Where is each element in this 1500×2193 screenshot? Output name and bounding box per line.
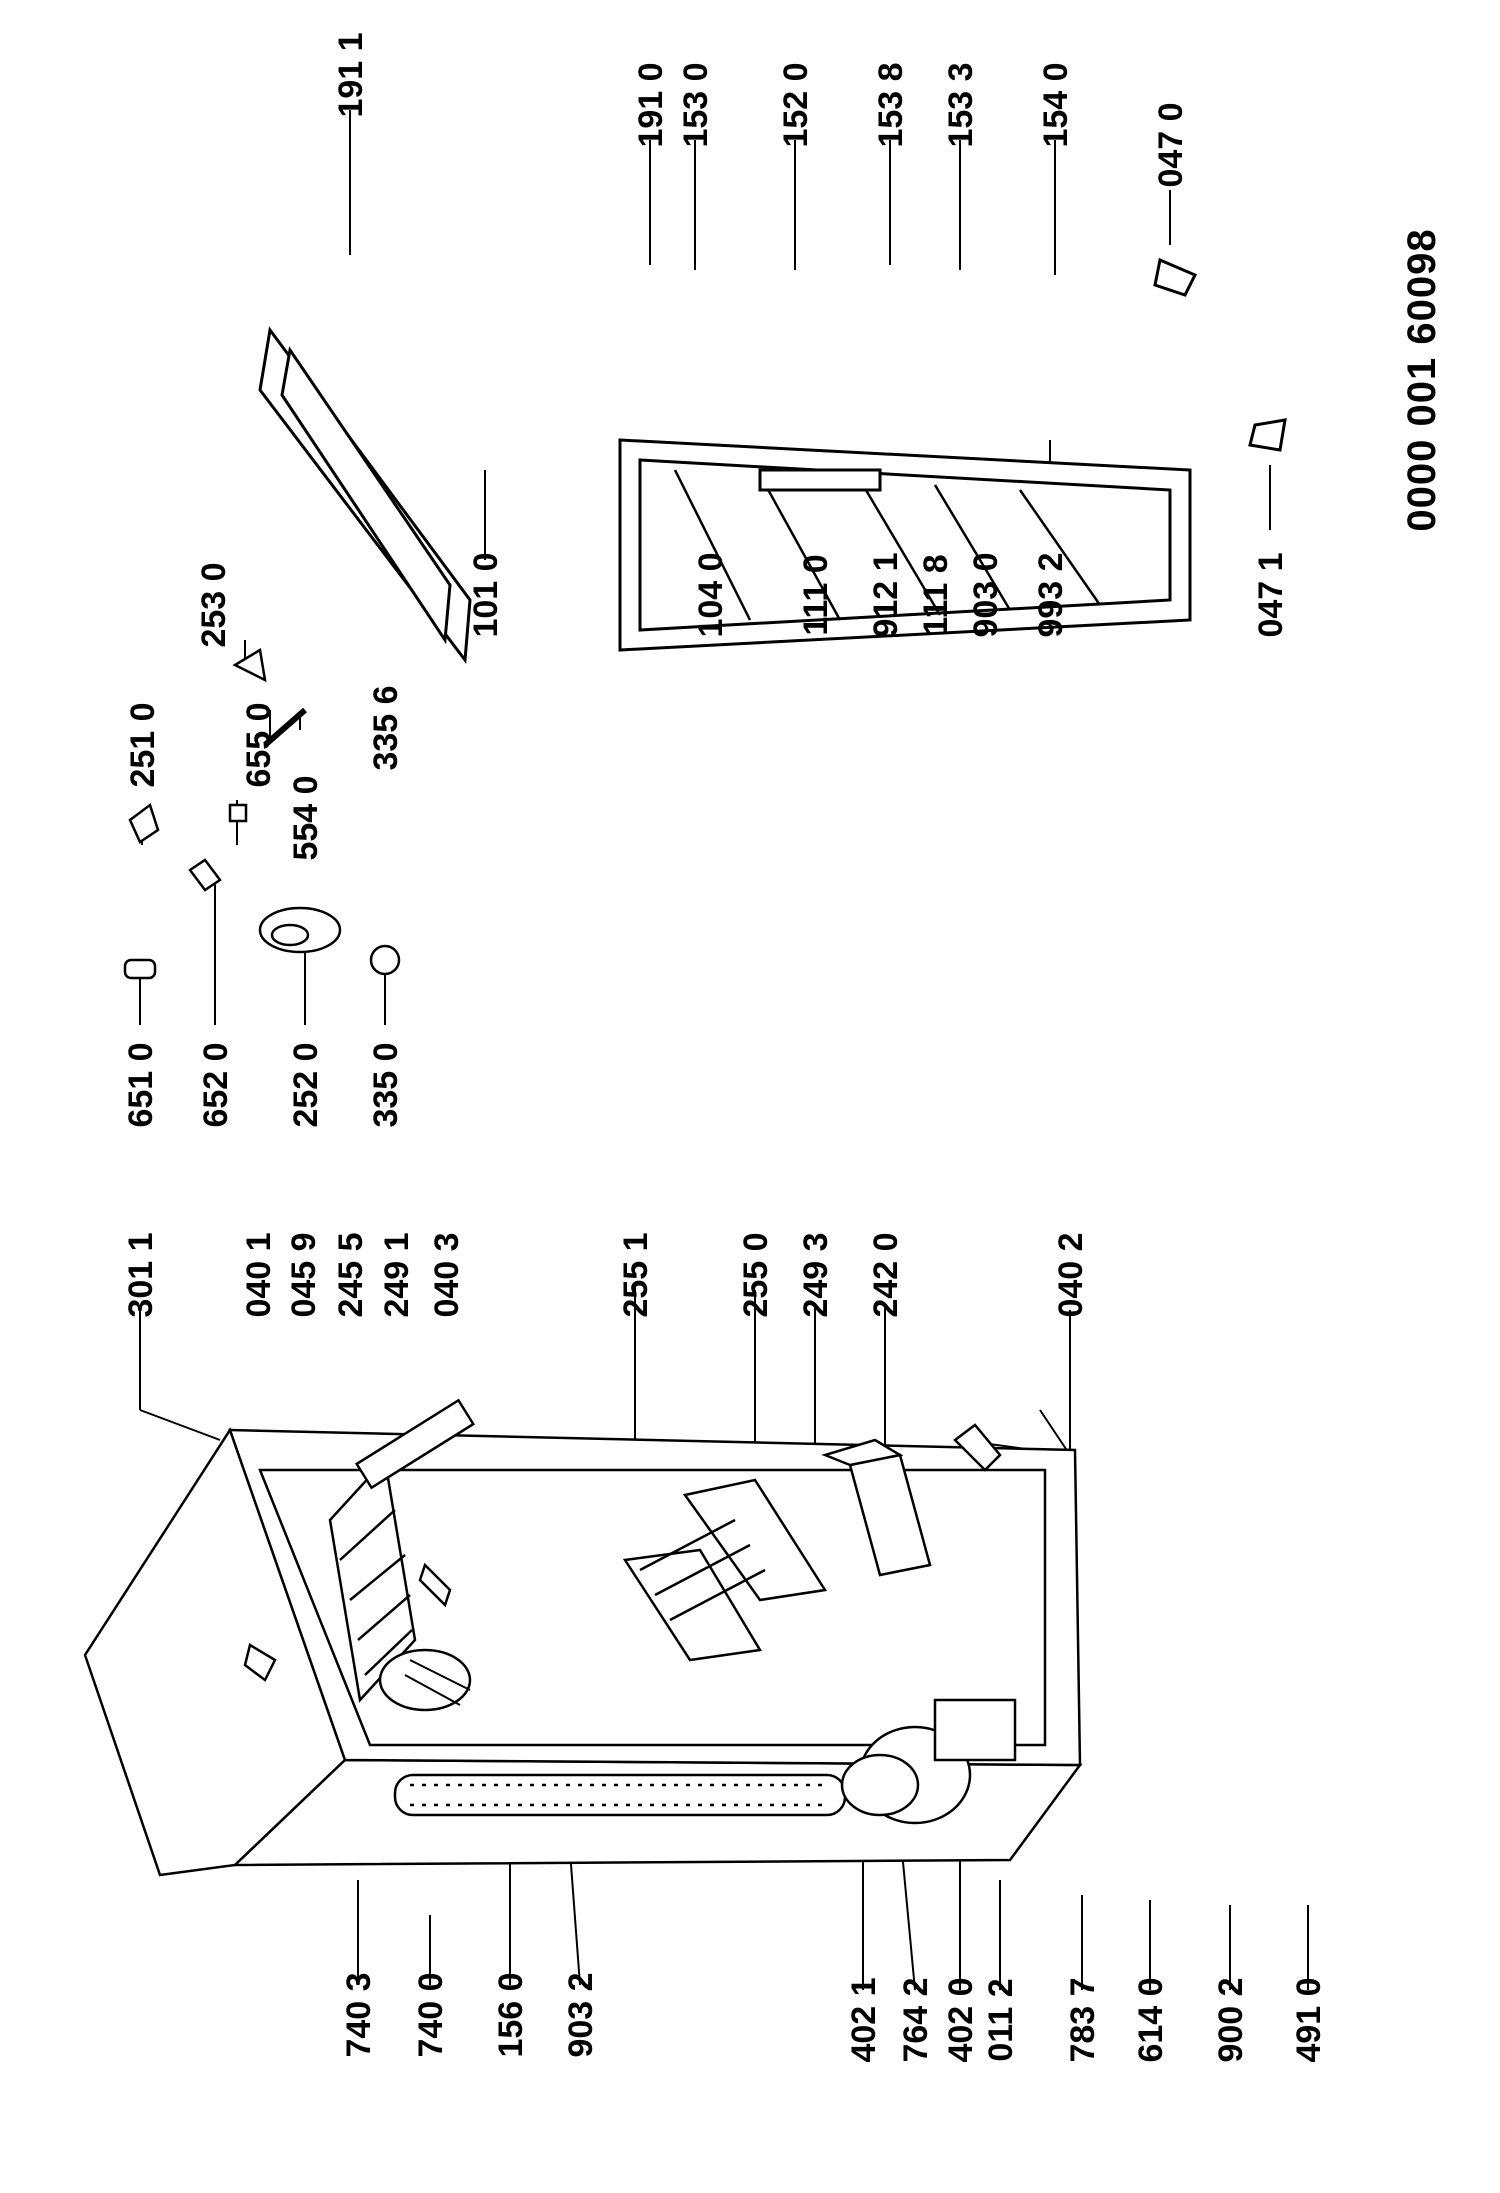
- label-191-0: 191 0: [632, 62, 670, 147]
- label-335-6: 335 6: [367, 685, 405, 770]
- part-047-1-shape: [1248, 418, 1287, 452]
- label-153-3: 153 3: [942, 62, 980, 147]
- label-255-0: 255 0: [737, 1232, 775, 1317]
- label-249-3: 249 3: [797, 1232, 835, 1317]
- label-152-0: 152 0: [777, 62, 815, 147]
- glass-shelf-middle: [682, 1478, 828, 1602]
- part-251-shape: [128, 802, 160, 844]
- label-335-0: 335 0: [367, 1042, 405, 1127]
- compressor-box: [933, 1698, 1017, 1762]
- label-903-0: 903 0: [967, 552, 1005, 637]
- label-900-2: 900 2: [1212, 1977, 1250, 2062]
- label-045-9: 045 9: [285, 1232, 323, 1317]
- part-labels: 0000 001 60098 740 3 740 0 156 0 903 2 4…: [122, 32, 1444, 2062]
- label-652-0: 652 0: [197, 1042, 235, 1127]
- label-153-8: 153 8: [872, 62, 910, 147]
- label-764-2: 764 2: [897, 1977, 935, 2062]
- label-040-2: 040 2: [1052, 1232, 1090, 1317]
- label-156-0: 156 0: [492, 1972, 530, 2057]
- part-047-shape: [1153, 257, 1198, 297]
- bottom-hinge: [953, 1423, 1002, 1472]
- label-651-0: 651 0: [122, 1042, 160, 1127]
- label-740-0: 740 0: [412, 1972, 450, 2057]
- label-402-1: 402 1: [845, 1977, 883, 2062]
- label-993-2: 993 2: [1032, 552, 1070, 637]
- label-491-0: 491 0: [1290, 1977, 1328, 2062]
- evaporator-tray: [354, 1398, 476, 1490]
- label-903-2-cabinet: 903 2: [562, 1972, 600, 2057]
- label-101-0: 101 0: [467, 552, 505, 637]
- label-655-0: 655 0: [240, 702, 278, 787]
- label-154-0: 154 0: [1037, 62, 1075, 147]
- label-249-1: 249 1: [378, 1232, 416, 1317]
- fridge-door-gasket: [638, 458, 1172, 632]
- part-335-shape: [369, 944, 401, 976]
- label-040-1: 040 1: [240, 1232, 278, 1317]
- label-301-1: 301 1: [122, 1232, 160, 1317]
- label-047-1: 047 1: [1252, 552, 1290, 637]
- label-251-0: 251 0: [124, 702, 162, 787]
- label-245-5: 245 5: [332, 1232, 370, 1317]
- glass-shelf-upper: [622, 1548, 763, 1662]
- top-hinge: [243, 1643, 277, 1682]
- label-740-3: 740 3: [340, 1972, 378, 2057]
- label-040-3: 040 3: [428, 1232, 466, 1317]
- label-614-0: 614 0: [1132, 1977, 1170, 2062]
- label-104-0: 104 0: [692, 552, 730, 637]
- freezer-door-gasket: [280, 346, 452, 645]
- label-111-0: 111 0: [797, 554, 835, 635]
- label-111-8: 111 8: [917, 554, 955, 635]
- door-handle: [758, 468, 882, 492]
- label-783-7: 783 7: [1064, 1977, 1102, 2062]
- label-252-0: 252 0: [287, 1042, 325, 1127]
- part-652-shape: [188, 858, 222, 892]
- label-402-0: 402 0: [942, 1977, 980, 2062]
- doors: [258, 257, 1287, 665]
- label-255-1: 255 1: [617, 1232, 655, 1317]
- part-554-shape: [228, 803, 248, 823]
- label-191-1: 191 1: [332, 32, 370, 117]
- label-047-0: 047 0: [1152, 102, 1190, 187]
- light-housing: [378, 1648, 472, 1712]
- label-253-0: 253 0: [195, 562, 233, 647]
- document-number: 0000 001 60098: [1400, 228, 1444, 531]
- label-912-1: 912 1: [867, 552, 905, 637]
- part-655-shape: [263, 707, 307, 748]
- part-651-shape: [123, 958, 157, 980]
- leader-lines: [139, 110, 1309, 1991]
- cabinet-illustration: [83, 1398, 1083, 1877]
- part-253-shape: [232, 647, 267, 683]
- small-parts: [123, 647, 401, 980]
- condenser-strip: [393, 1773, 847, 1817]
- label-242-0: 242 0: [867, 1232, 905, 1317]
- label-153-0: 153 0: [677, 62, 715, 147]
- label-011-2: 011 2: [982, 1978, 1020, 2061]
- label-554-0: 554 0: [287, 775, 325, 860]
